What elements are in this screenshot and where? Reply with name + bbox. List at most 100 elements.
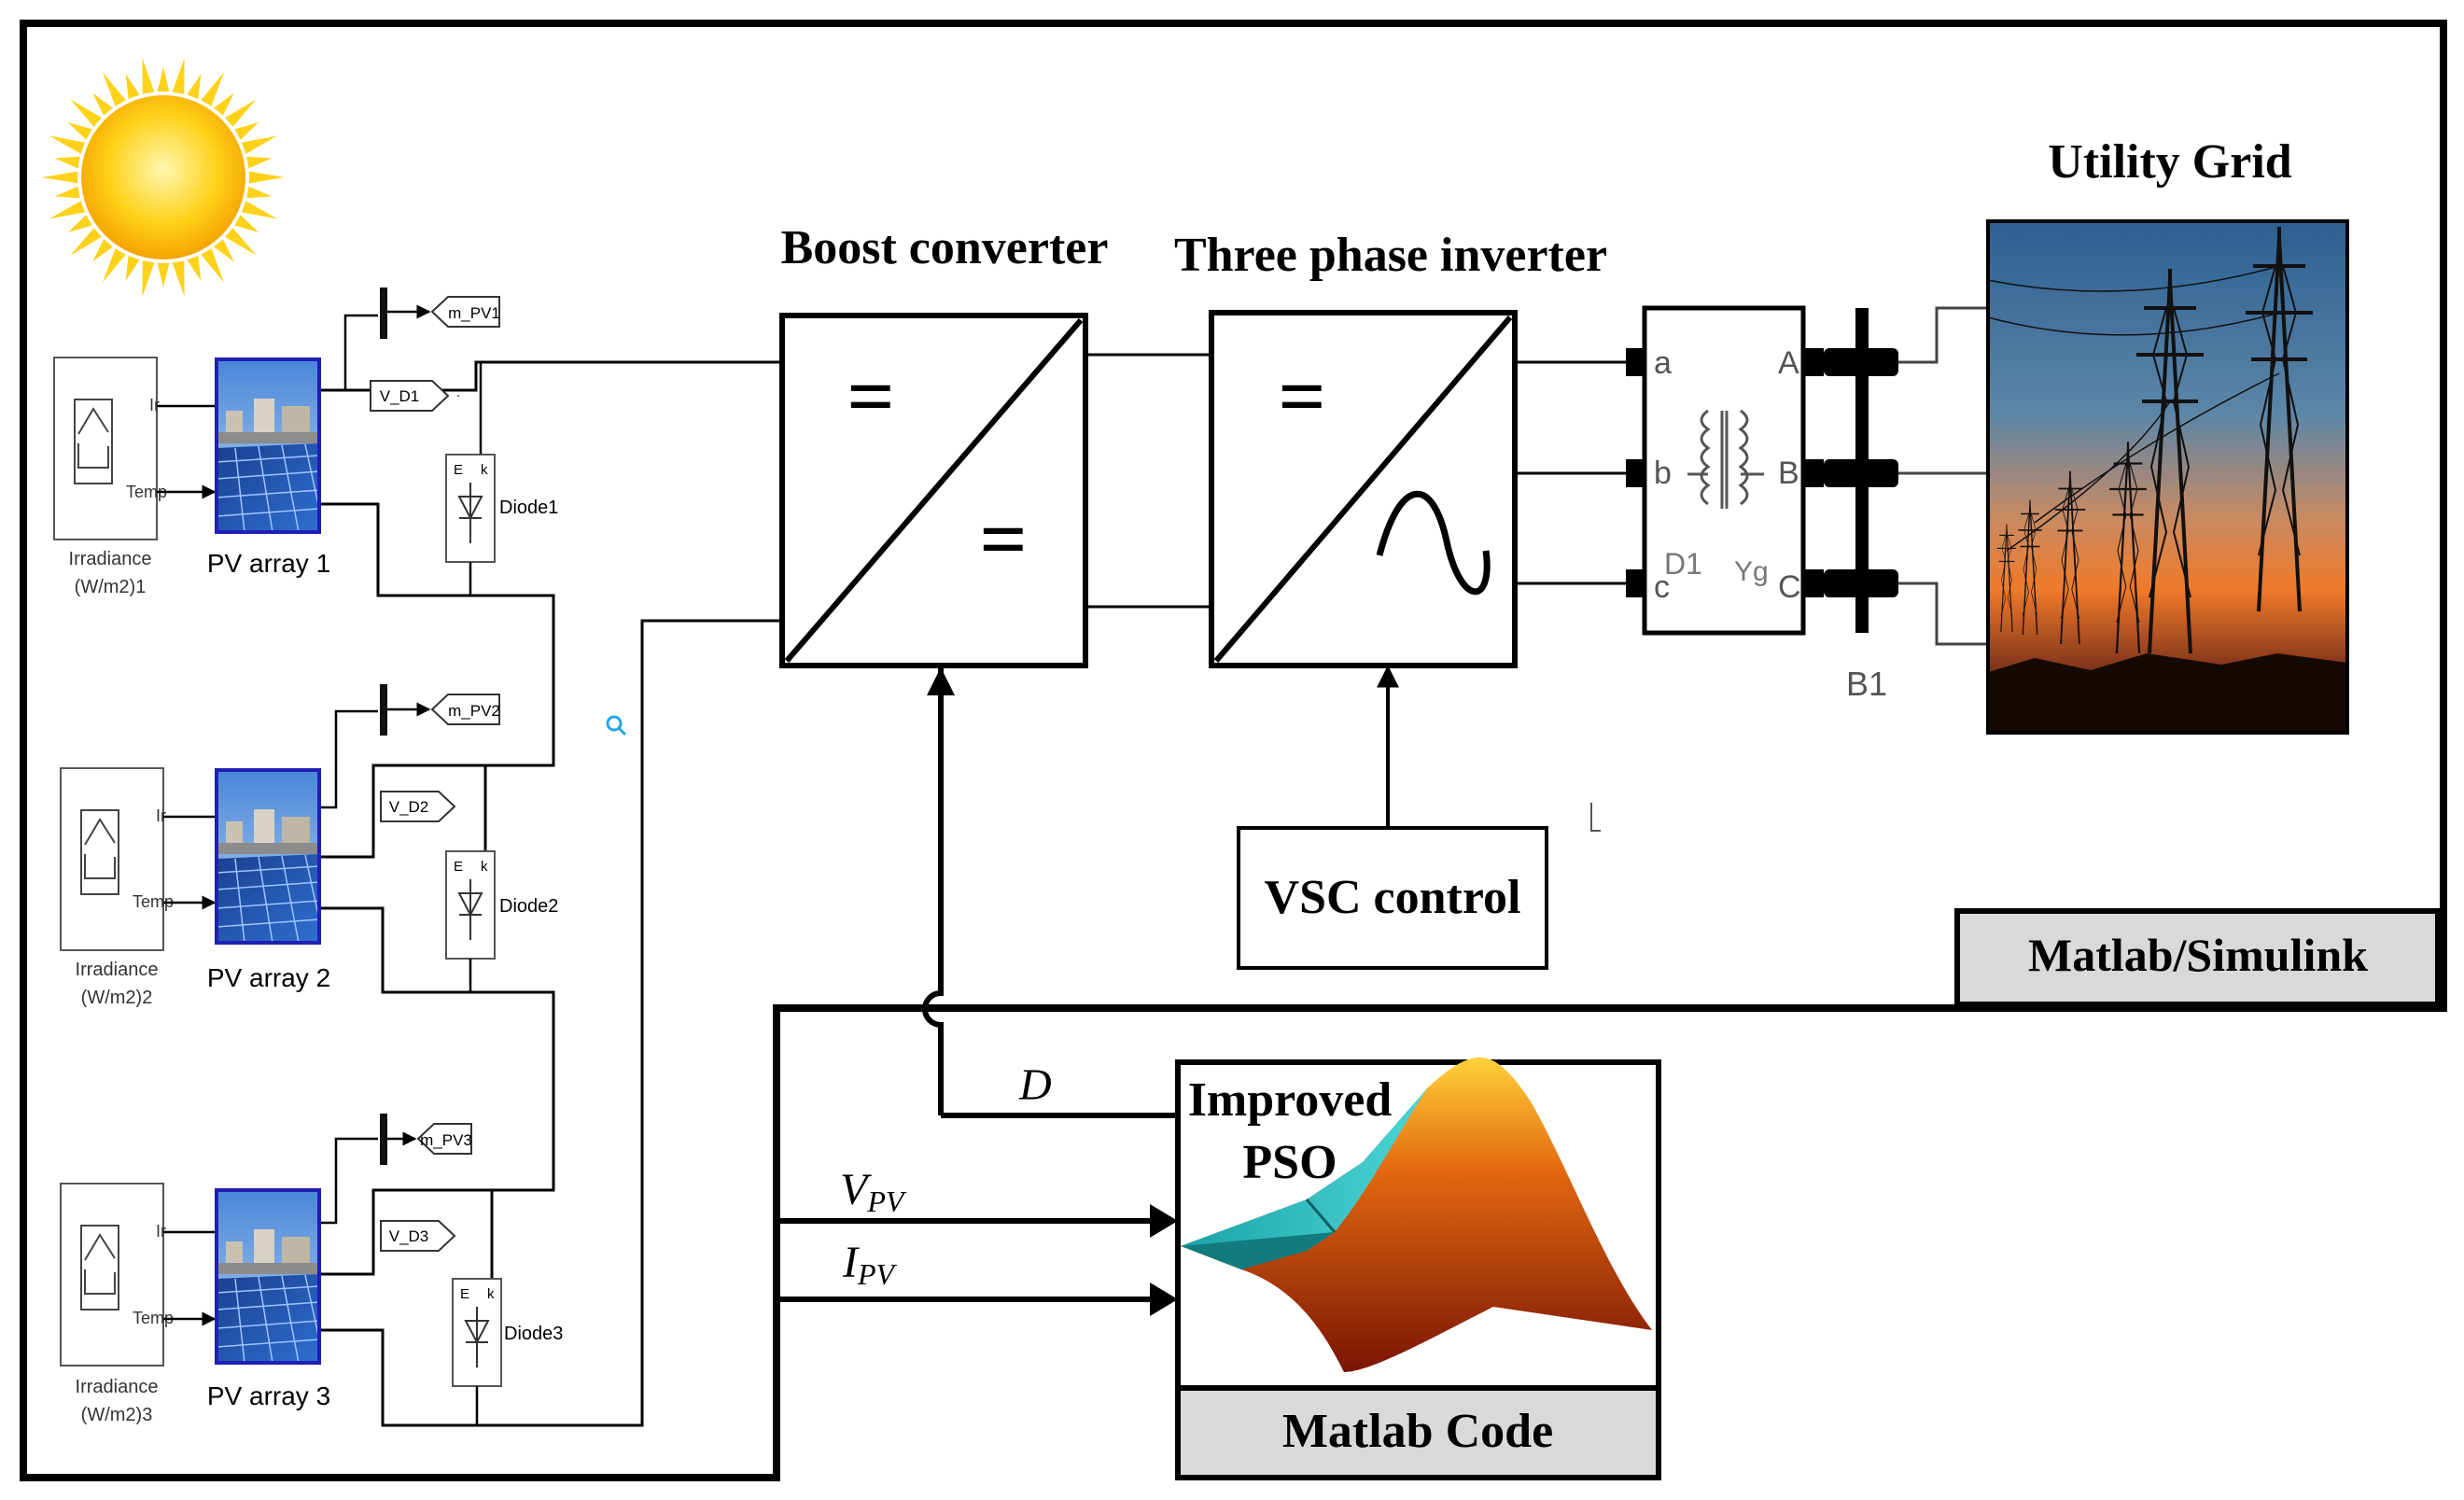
sun-ray bbox=[225, 228, 257, 256]
svg-text:b: b bbox=[1654, 456, 1672, 491]
vpv-signal-label: VPV bbox=[840, 1165, 907, 1218]
inverter-title: Three phase inverter bbox=[1174, 229, 1607, 282]
sun-ray bbox=[142, 260, 155, 297]
irradiance-source-icon bbox=[60, 767, 164, 951]
pv-string-3: Ir Temp Irradiance (W/m2)3 PV array 3 m_… bbox=[60, 619, 782, 1427]
duty-signal-label: D bbox=[1018, 1060, 1052, 1110]
irradiance-label: Irradiance bbox=[69, 549, 152, 569]
sun-ray bbox=[92, 239, 113, 262]
svg-text:m_PV1: m_PV1 bbox=[448, 304, 500, 322]
matlab-logo-icon bbox=[1181, 1057, 1652, 1372]
boost-converter-block: = = bbox=[779, 313, 1088, 668]
sun-ray bbox=[103, 248, 126, 283]
irradiance-label-units: (W/m2)3 bbox=[81, 1405, 153, 1425]
svg-text:a: a bbox=[1654, 345, 1672, 381]
pv-array-label: PV array 1 bbox=[207, 549, 330, 578]
sun-ray bbox=[214, 92, 234, 116]
diode-port-e: E bbox=[460, 1286, 469, 1302]
sun-ray bbox=[246, 186, 273, 199]
vsc-control-label: VSC control bbox=[1265, 871, 1521, 924]
vsc-control-block: VSC control bbox=[1237, 826, 1548, 970]
sun-ray bbox=[157, 262, 170, 287]
sun-ray bbox=[54, 186, 80, 199]
irradiance-port-ir: Ir bbox=[156, 1222, 166, 1241]
measurement-tag: m_PV1 bbox=[430, 296, 500, 328]
diode-port-k: k bbox=[487, 1286, 495, 1302]
pv-string-2: Ir Temp Irradiance (W/m2)2 PV array 2 m_… bbox=[60, 684, 558, 1192]
improved-pso-block: Improved PSO Matlab Code bbox=[1175, 1057, 1661, 1480]
pv-array-2-image bbox=[215, 768, 321, 945]
svg-text:V_D1: V_D1 bbox=[380, 387, 420, 405]
measurement-tag: m_PV3 bbox=[416, 1123, 472, 1155]
sun-ray bbox=[49, 135, 85, 154]
sun-ray bbox=[70, 228, 102, 256]
irradiance-label-units: (W/m2)2 bbox=[81, 988, 153, 1008]
measurement-tag: m_PV2 bbox=[430, 694, 500, 725]
diode-port-e: E bbox=[454, 462, 463, 478]
irradiance-port-temp: Temp bbox=[126, 483, 167, 501]
diode-label: Diode1 bbox=[499, 498, 558, 518]
sun-ray bbox=[214, 239, 234, 262]
bus-b1: B1 bbox=[1824, 308, 1898, 703]
sun-ray bbox=[42, 171, 78, 184]
transformer-coil-icon bbox=[1687, 409, 1764, 509]
irradiance-port-temp: Temp bbox=[133, 892, 174, 911]
sun-ray bbox=[67, 215, 92, 232]
pv-array-3-image bbox=[215, 1188, 321, 1365]
sun-ray bbox=[242, 135, 278, 154]
svg-text:=: = bbox=[979, 494, 1027, 586]
sun-ray bbox=[234, 215, 259, 232]
svg-text:D1: D1 bbox=[1664, 547, 1702, 581]
irradiance-label: Irradiance bbox=[76, 960, 159, 980]
search-icon[interactable] bbox=[606, 715, 627, 736]
irradiance-port-ir: Ir bbox=[156, 806, 166, 825]
sun-ray bbox=[201, 72, 224, 106]
svg-text:c: c bbox=[1654, 569, 1670, 605]
bus-selector-1 bbox=[380, 287, 387, 339]
irradiance-port-ir: Ir bbox=[149, 396, 160, 414]
simulink-frame bbox=[20, 20, 2447, 1481]
svg-text:V_D3: V_D3 bbox=[389, 1227, 429, 1245]
pv-array-label: PV array 2 bbox=[207, 963, 330, 992]
sun-icon bbox=[42, 58, 285, 297]
svg-text:=: = bbox=[847, 351, 894, 443]
utility-grid-image bbox=[1986, 219, 2349, 735]
diode-port-k: k bbox=[481, 462, 488, 478]
sun-ray bbox=[225, 99, 257, 127]
ipv-signal-label: IPV bbox=[842, 1238, 898, 1291]
improved-pso-label-line2: PSO bbox=[1242, 1136, 1337, 1189]
matlab-code-label: Matlab Code bbox=[1282, 1405, 1553, 1458]
matlab-simulink-label: Matlab/Simulink bbox=[2028, 929, 2368, 981]
sun-ray bbox=[49, 201, 85, 219]
sun-ray bbox=[172, 58, 185, 94]
improved-pso-label-line1: Improved bbox=[1188, 1073, 1393, 1127]
diode-label: Diode3 bbox=[504, 1324, 563, 1344]
diode-label: Diode2 bbox=[499, 896, 558, 917]
svg-text:A: A bbox=[1778, 345, 1799, 381]
svg-text:=: = bbox=[1278, 351, 1325, 443]
svg-text:V_D2: V_D2 bbox=[389, 798, 429, 816]
voltage-tag: V_D2 bbox=[380, 791, 456, 822]
sun-ray bbox=[242, 201, 278, 219]
sun-ray bbox=[234, 122, 259, 140]
sun-ray bbox=[125, 256, 140, 281]
pv-array-1-image bbox=[215, 357, 321, 534]
diode-port-e: E bbox=[454, 859, 463, 875]
utility-grid-title: Utility Grid bbox=[2048, 135, 2292, 189]
svg-text:B: B bbox=[1778, 456, 1799, 491]
sun-ray bbox=[172, 260, 185, 297]
pv-string-1: Ir Temp Irradiance (W/m2)1 PV array 1 m_… bbox=[53, 287, 782, 767]
sun-ray bbox=[92, 92, 113, 116]
transformer-block: a b c D1 A B C Yg bbox=[1626, 305, 1824, 636]
pv-array-label: PV array 3 bbox=[207, 1381, 330, 1410]
sun-ray bbox=[125, 74, 140, 99]
ac-sine-symbol bbox=[1376, 490, 1491, 596]
boost-converter-title: Boost converter bbox=[781, 221, 1109, 274]
bus-selector-3 bbox=[380, 1114, 387, 1165]
irradiance-source-icon bbox=[60, 1183, 164, 1367]
sun-ray bbox=[103, 72, 126, 106]
sun-ray bbox=[54, 156, 80, 169]
diode-port-k: k bbox=[481, 859, 488, 875]
sun-ray bbox=[157, 67, 170, 92]
